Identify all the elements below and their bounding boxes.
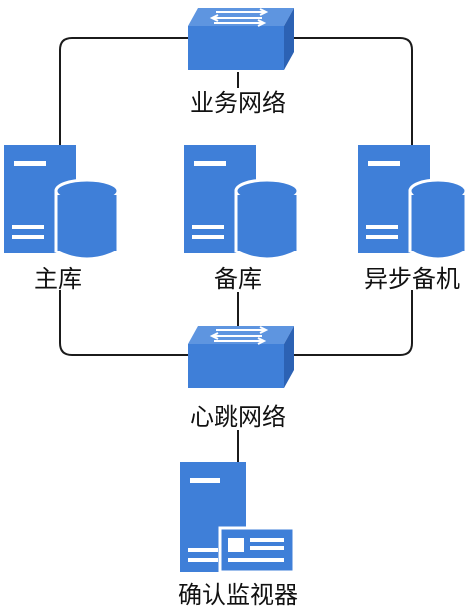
primary-db-server-icon (4, 145, 120, 261)
business-network-link-right (286, 37, 413, 145)
heartbeat-network-switch-icon (188, 326, 294, 388)
standby-db-server-icon (184, 145, 300, 261)
business-network-label: 业务网络 (190, 89, 286, 117)
primary-db-label: 主库 (34, 265, 82, 293)
business-network-switch-icon (188, 8, 294, 70)
confirm-monitor-label: 确认监视器 (178, 581, 298, 609)
connection-lines (59, 37, 413, 462)
business-network-link-left (59, 37, 190, 145)
confirm-monitor-server-icon (180, 462, 296, 574)
heartbeat-network-link-right (286, 290, 413, 356)
async-standby-server-icon (358, 145, 468, 261)
heartbeat-network-label: 心跳网络 (190, 403, 286, 431)
async-standby-label: 异步备机 (364, 265, 460, 293)
standby-db-label: 备库 (214, 265, 262, 293)
heartbeat-network-link-left (59, 290, 190, 356)
